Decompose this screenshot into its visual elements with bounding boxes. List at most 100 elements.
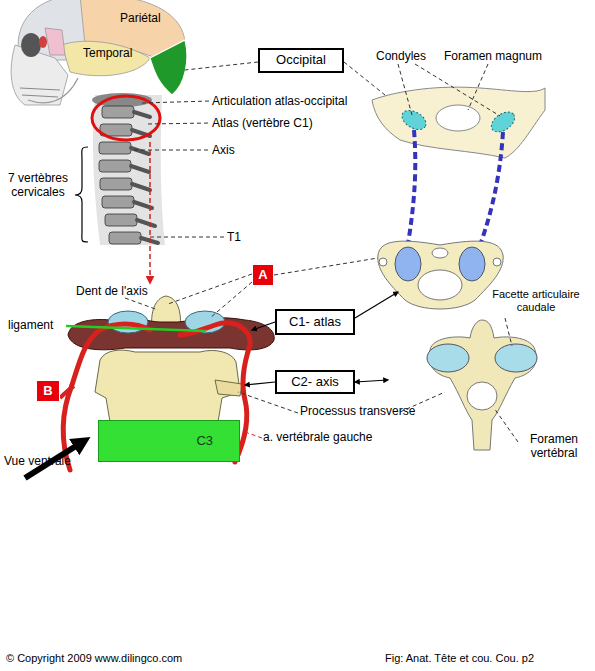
leader-line (142, 101, 210, 103)
mandible (28, 78, 78, 103)
part-label: a. vertébrale gauche (263, 431, 372, 445)
leader-line (168, 274, 252, 304)
bracket (75, 147, 88, 242)
leader-line (468, 64, 488, 110)
leader-line (415, 64, 500, 116)
part-label: Processus transverse (300, 405, 415, 419)
vertebral-foramen (418, 270, 462, 300)
spinous-process (137, 220, 155, 226)
lacrimal-bone (39, 36, 47, 48)
part-label: 7 vertèbres cervicales (2, 172, 74, 200)
node-text: Occipital (276, 53, 326, 67)
teeth-line (20, 88, 60, 97)
occipital-bone (372, 87, 545, 158)
figure-caption: Fig: Anat. Tête et cou. Cou. p2 (385, 652, 534, 665)
part-label: ligament (8, 319, 53, 333)
part-label: Foramen vertébral (518, 433, 590, 461)
copyright-note: © Copyright 2009 www.dilingco.com (6, 652, 182, 665)
occipital-bone (150, 40, 187, 95)
articulation-arrow (406, 130, 415, 256)
facial-bones (11, 45, 68, 105)
part-label: Axis (212, 144, 235, 158)
part-label: Dent de l'axis (76, 285, 148, 299)
orbit (21, 33, 41, 57)
transverse-foramen (379, 258, 387, 266)
atlas-axis-ventral-view (60, 296, 274, 470)
dens-fossa (432, 248, 448, 258)
vertebra (105, 214, 137, 226)
leader-line (150, 237, 225, 238)
leader-line (134, 150, 210, 151)
foramen-magnum (436, 105, 480, 131)
leader-line (125, 298, 158, 310)
leader-line (148, 123, 210, 124)
leader-line (245, 432, 262, 438)
leader-line (505, 318, 512, 346)
leader-line (210, 282, 252, 318)
spinous-process (131, 166, 149, 172)
transverse-process (215, 380, 242, 396)
condyle (399, 107, 430, 134)
pointer-arrow (252, 322, 275, 330)
vertebra-name-box: C1- atlas (275, 309, 355, 335)
neck-silhouette (93, 95, 165, 245)
vertebra (99, 142, 131, 154)
spinous-process (132, 184, 150, 190)
part-label: Foramen magnum (444, 50, 542, 64)
node-text: C2- axis (291, 375, 339, 389)
part-label: Temporal (83, 47, 132, 61)
leader-line (274, 258, 378, 275)
leader-line (398, 64, 412, 115)
part-label: Facette articulaire caudale (488, 288, 584, 313)
red-dashed-arrow (149, 142, 151, 283)
axis-superior-view (427, 320, 537, 450)
cervical-spine (75, 93, 165, 283)
spinous-process (134, 112, 150, 117)
part-label: Pariétal (120, 12, 161, 26)
ligament-line (66, 326, 206, 331)
pointer-arrow (355, 380, 388, 382)
vertebral-foramen (467, 382, 497, 410)
axis-vertebra (429, 320, 536, 450)
articular-facet (395, 247, 421, 281)
leader-line (344, 62, 385, 95)
part-label: Articulation atlas-occipital (212, 95, 347, 109)
leader-line (494, 408, 518, 442)
skull (11, 0, 187, 105)
pointer-arrow (355, 292, 398, 318)
articulation-arrow (476, 132, 503, 256)
vertebral-artery (60, 386, 74, 398)
articular-facet (495, 344, 537, 372)
vertebra (99, 160, 131, 172)
vertebra-name-box: C2- axis (275, 370, 355, 394)
atlas-superior-view (378, 241, 503, 309)
callout-letter: B (36, 380, 60, 402)
bone-name-box: Occipital (258, 48, 344, 73)
part-label: Vue ventrale (4, 455, 71, 469)
node-text: A (258, 268, 267, 282)
articular-facet (427, 344, 469, 372)
node-text: C3 (196, 434, 213, 448)
vertebra-block: C3 (98, 420, 240, 462)
vertebra (109, 232, 141, 244)
leader-lines (125, 62, 518, 442)
vertebra (102, 196, 134, 208)
sphenoid-bone (45, 28, 65, 55)
node-text: B (43, 384, 52, 398)
vertebrae (99, 106, 141, 244)
temporal-bone (62, 41, 150, 75)
spinous-process (131, 148, 149, 154)
part-label: T1 (227, 231, 241, 245)
node-text: C1- atlas (289, 315, 341, 329)
leader-line (185, 62, 258, 70)
pointer-arrow (245, 382, 275, 385)
part-label: Atlas (vertèbre C1) (212, 117, 313, 131)
part-label: Condyles (376, 50, 426, 64)
articular-facet (459, 247, 485, 281)
callout-letter: A (252, 264, 274, 286)
occipital-inferior-view (372, 87, 545, 158)
atlas-vertebra (378, 241, 503, 309)
transverse-foramen (493, 258, 501, 266)
